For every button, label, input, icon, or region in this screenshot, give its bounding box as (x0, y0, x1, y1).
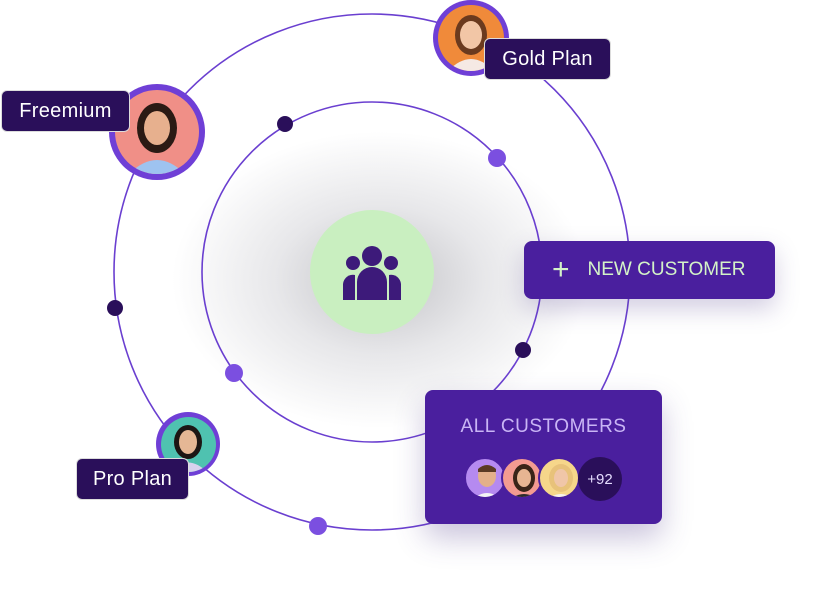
avatar-photo (115, 90, 199, 174)
orbit-dot (515, 342, 531, 358)
freemium-label: Freemium (1, 90, 130, 132)
orbit-dot (277, 116, 293, 132)
orbit-dot (225, 364, 243, 382)
plus-icon: + (552, 253, 570, 286)
gold-plan-label: Gold Plan (484, 38, 611, 80)
more-customers-count[interactable]: +92 (578, 457, 622, 501)
all-customers-card[interactable]: ALL CUSTOMERS (425, 390, 662, 524)
avatar-photo (160, 416, 216, 472)
all-customers-title: ALL CUSTOMERS (460, 416, 627, 437)
orbit-dot (488, 149, 506, 167)
pro-plan-label: Pro Plan (76, 458, 189, 500)
new-customer-button[interactable]: + NEW CUSTOMER (524, 241, 775, 299)
orbit-dot (107, 300, 123, 316)
customer-avatar (464, 457, 506, 499)
orbit-dot (309, 517, 327, 535)
customer-avatar (501, 457, 543, 499)
customer-avatar (538, 457, 580, 499)
customers-hub (310, 210, 434, 334)
new-customer-label: NEW CUSTOMER (587, 259, 746, 280)
users-group-icon (343, 246, 401, 300)
